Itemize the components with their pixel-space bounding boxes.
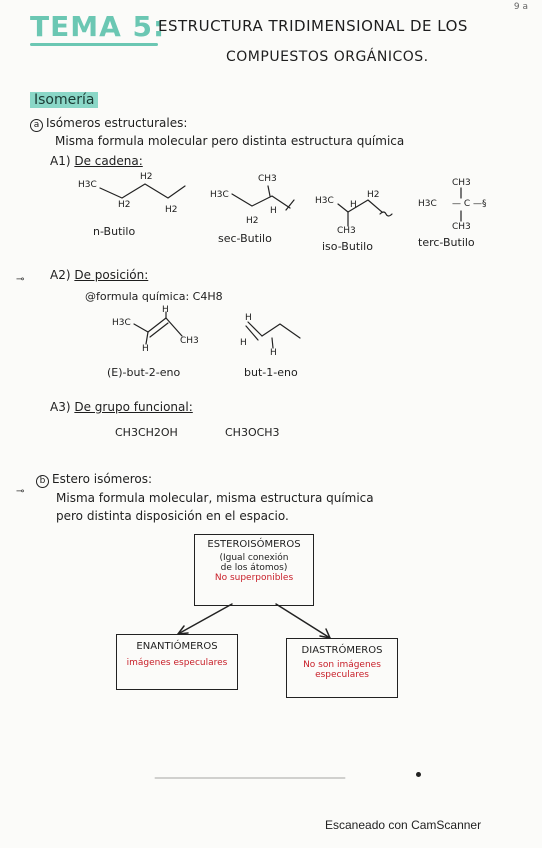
ebut2ene-h-bond: [145, 331, 149, 345]
ebut2ene-double-2: [149, 322, 169, 338]
a3-formula-ether: CH3OCH3: [225, 426, 280, 439]
a1-label: A1): [50, 154, 71, 168]
arrow-to-enantiomeros: [177, 603, 233, 635]
box-enantiomeros-title: ENANTIÓMEROS: [136, 641, 218, 652]
stereo-definition-1: Misma formula molecular, misma estructur…: [56, 491, 374, 505]
a1-heading: A1) De cadena:: [50, 154, 143, 168]
title-line-2: COMPUESTOS ORGÁNICOS.: [226, 49, 429, 65]
a1-title: De cadena:: [74, 154, 143, 168]
tercbutyl-ch3-bottom: CH3: [452, 222, 471, 232]
secbutyl-h: H: [270, 206, 277, 216]
tercbutyl-ch3-top: CH3: [452, 178, 471, 188]
box-estereoisomeros-line2: de los átomos): [220, 563, 288, 573]
a3-heading: A3) De grupo funcional:: [50, 400, 193, 414]
bullet-circle-icon: a: [30, 119, 43, 132]
e-but2ene-ch3: CH3: [180, 336, 199, 346]
ink-dot: [416, 772, 421, 777]
title-underline: [30, 43, 158, 46]
isobutyl-h3c: H3C: [315, 196, 334, 206]
nbutyl-h2-b: H2: [140, 172, 153, 182]
arrowhead-enantiomeros: [177, 625, 189, 635]
box-estereoisomeros: ESTEROISÓMEROS (Igual conexión de los át…: [194, 534, 314, 606]
box-diastromeros-note1: No son imágenes: [303, 660, 381, 670]
alkene-name-but-1-eno: but-1-eno: [244, 366, 298, 379]
secbutyl-h2: H2: [246, 216, 259, 226]
but1ene-double-2: [245, 325, 259, 341]
isobutyl-h2: H2: [367, 190, 380, 200]
section-title-isomeria: Isomería: [30, 92, 99, 108]
a3-label: A3): [50, 400, 71, 414]
butyl-name-n: n-Butilo: [93, 225, 136, 238]
nbutyl-h3c: H3C: [78, 180, 97, 190]
secbutyl-h3c: H3C: [210, 190, 229, 200]
structural-heading-text: Isómeros estructurales:: [46, 116, 188, 130]
box-diastromeros-title: DIASTRÓMEROS: [301, 645, 383, 656]
title-line-1: ESTRUCTURA TRIDIMENSIONAL DE LOS: [158, 17, 468, 35]
e-but2ene-h-bottom: H: [142, 344, 149, 354]
a2-label: A2): [50, 268, 71, 282]
box-enantiomeros-note: imágenes especulares: [126, 658, 228, 668]
secbutyl-chain: [231, 193, 291, 209]
ebut2ene-bond-a: [133, 323, 149, 333]
box-diastromeros: DIASTRÓMEROS No son imágenes especulares: [286, 638, 398, 698]
nbutyl-chain: [99, 183, 186, 199]
but1ene-h-top: H: [245, 313, 252, 323]
stereo-heading-text: Estero isómeros:: [52, 472, 153, 486]
e-but2ene-h-top: H: [162, 305, 169, 315]
e-but2ene-h3c: H3C: [112, 318, 131, 328]
margin-mark-2: ⊸: [16, 486, 25, 497]
secbutyl-wavy: [285, 199, 295, 211]
tercbutyl-center: — C —§: [452, 199, 487, 209]
but1ene-double-1: [247, 321, 263, 337]
scanner-footer: Escaneado con CamScanner: [325, 818, 482, 832]
tercbutyl-c: C: [463, 199, 471, 209]
isobutyl-wavy: [379, 211, 393, 217]
tercbutyl-h3c: H3C: [418, 199, 437, 209]
box-estereoisomeros-line1: (Igual conexión: [219, 553, 289, 563]
butyl-name-terc: terc-Butilo: [418, 236, 475, 249]
secbutyl-ch3: CH3: [258, 174, 277, 184]
box-enantiomeros: ENANTIÓMEROS imágenes especulares: [116, 634, 238, 690]
but1ene-h-left: H: [240, 338, 247, 348]
butyl-name-iso: iso-Butilo: [322, 240, 373, 253]
but1ene-h-bottom: H: [270, 348, 277, 358]
stereo-definition-2: pero distinta disposición en el espacio.: [56, 509, 289, 523]
bullet-circle-icon-b: b: [36, 475, 49, 488]
box-diastromeros-note2: especulares: [315, 670, 369, 680]
page-corner-mark: 9 a: [513, 2, 528, 12]
arrowhead-diastromeros: [319, 628, 331, 639]
alkene-name-e-but-2-eno: (E)-but-2-eno: [107, 366, 181, 379]
isobutyl-chain: [337, 199, 383, 213]
title-tema: TEMA 5:: [30, 10, 166, 43]
a2-title: De posición:: [74, 268, 149, 282]
butyl-name-sec: sec-Butilo: [218, 232, 272, 245]
a2-heading: A2) De posición:: [50, 268, 148, 282]
nbutyl-h2-c: H2: [165, 205, 178, 215]
structural-definition: Misma formula molecular pero distinta es…: [55, 134, 405, 148]
ebut2ene-double-1: [147, 317, 167, 333]
box-estereoisomeros-title: ESTEROISÓMEROS: [207, 539, 301, 550]
but1ene-chain: [261, 323, 301, 339]
a3-title: De grupo funcional:: [74, 400, 193, 414]
isobutyl-ch3: CH3: [337, 226, 356, 236]
a3-formula-ethanol: CH3CH2OH: [115, 426, 178, 439]
but1ene-h-bond: [271, 337, 274, 349]
isobutyl-h: H: [350, 200, 357, 210]
arrow-to-diastromeros: [275, 603, 331, 639]
box-estereoisomeros-note: No superponibles: [214, 573, 294, 583]
margin-mark-1: ⊸: [16, 274, 25, 285]
nbutyl-h2-a: H2: [118, 200, 131, 210]
a2-formula: @formula química: C4H8: [85, 290, 223, 303]
secbutyl-branch: [267, 185, 271, 197]
ebut2ene-bond-b: [165, 317, 183, 337]
